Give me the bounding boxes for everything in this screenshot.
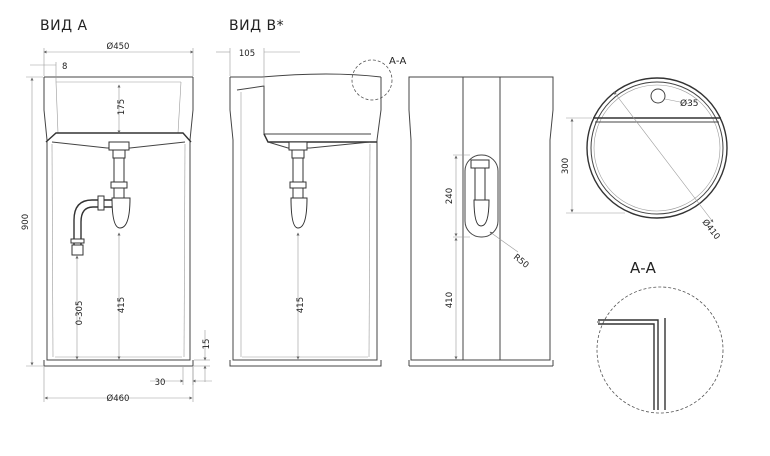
view-b-side: 415 105 А-А: [216, 48, 406, 367]
dim-a-drain-height: 415: [117, 297, 127, 313]
section-callout-label: А-А: [389, 56, 406, 67]
section-title: А-А: [630, 259, 657, 277]
dim-a-bowl-depth: 175: [117, 99, 127, 115]
dim-c-slot-height: 410: [445, 292, 455, 308]
dim-a-base-offset: 30: [155, 378, 166, 388]
dim-a-base-diameter: Ø460: [107, 393, 130, 404]
view-c-back: 240 R50 410: [408, 76, 554, 367]
dim-d-depth: 300: [561, 158, 571, 174]
dim-a-top-diameter: Ø450: [107, 41, 130, 52]
dim-a-base-height: 15: [202, 339, 212, 350]
dim-d-hole-diameter: Ø35: [680, 98, 699, 109]
dim-a-wall: 8: [62, 62, 67, 72]
section-a-a-detail: А-А: [596, 259, 724, 414]
dim-a-trap-range: 0-305: [75, 301, 85, 326]
view-a-front: 175 415 0-305 Ø450 8 900 15 30: [21, 41, 212, 404]
dim-a-height: 900: [21, 214, 31, 230]
dim-b-drain-height: 415: [296, 297, 306, 313]
view-a-title: ВИД А: [40, 18, 88, 34]
view-d-top: Ø35 Ø410 300: [561, 77, 728, 242]
dim-b-offset: 105: [239, 49, 255, 59]
dim-d-diameter: Ø410: [700, 217, 723, 242]
view-b-title: ВИД В*: [229, 18, 284, 34]
dim-c-slot-radius: R50: [511, 252, 530, 270]
dim-c-slot-length: 240: [445, 188, 455, 204]
